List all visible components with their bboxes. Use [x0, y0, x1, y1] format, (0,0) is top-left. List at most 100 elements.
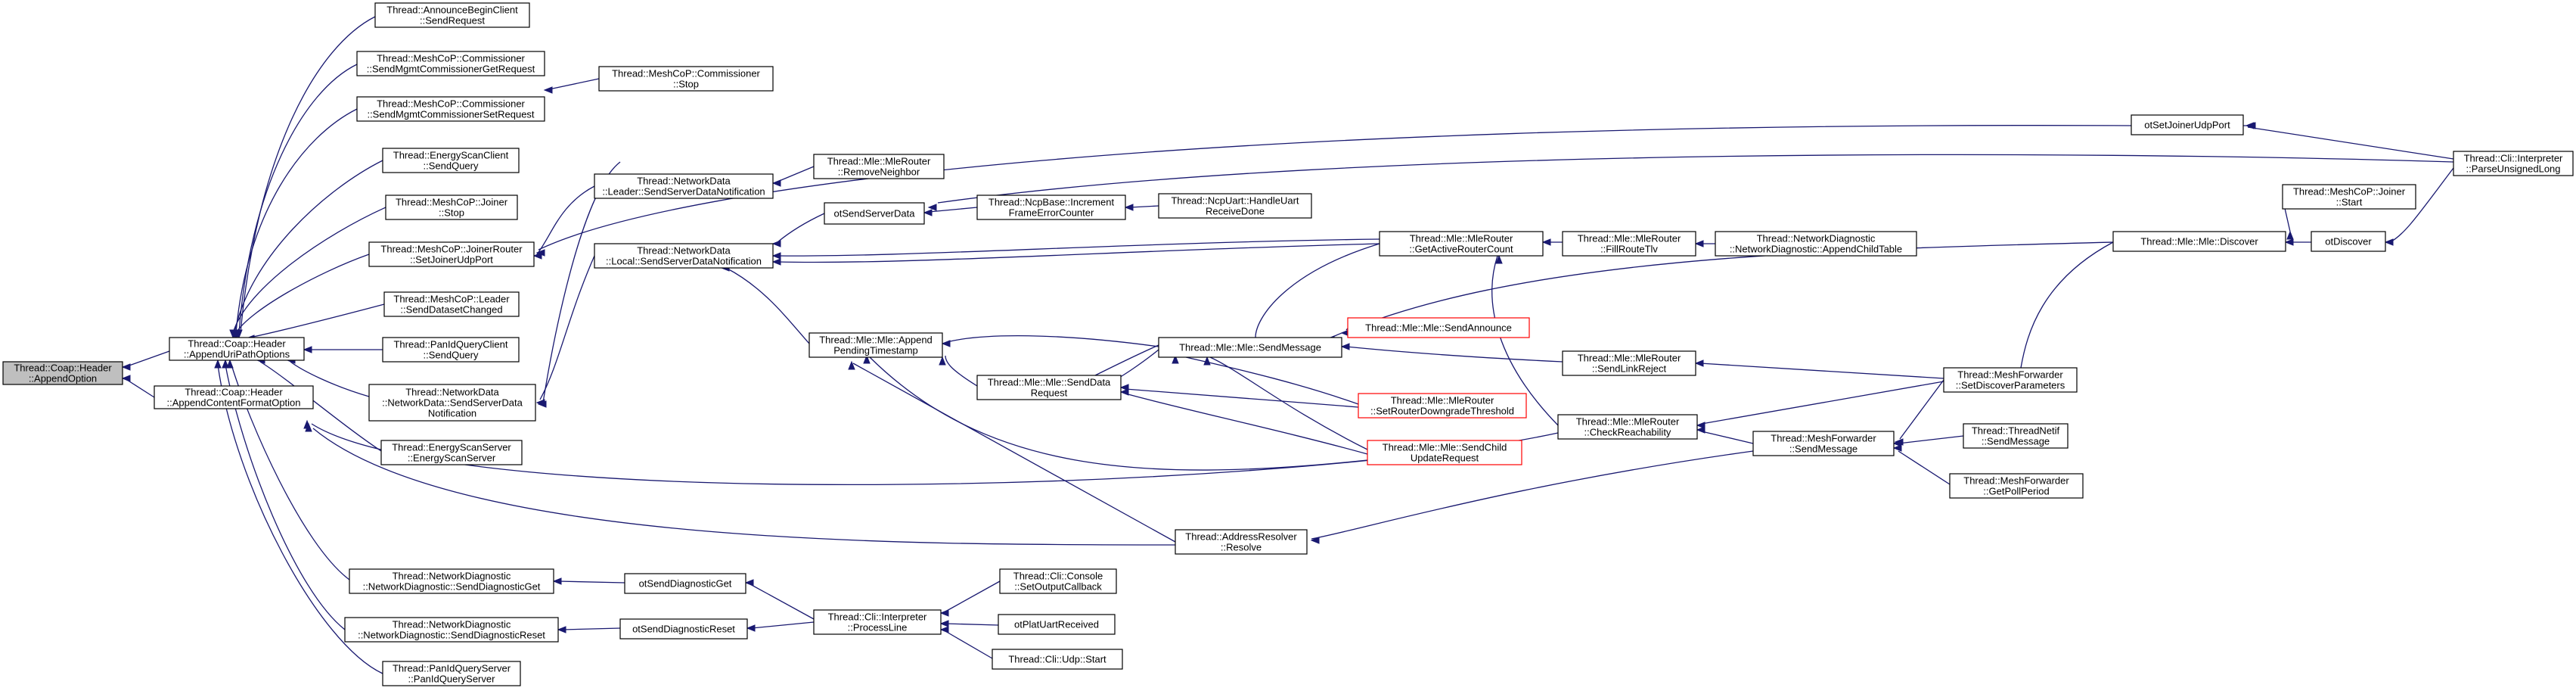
function-node-box[interactable] [1175, 529, 1308, 555]
function-node[interactable]: Thread::Cli::Udp::Start [992, 649, 1123, 670]
function-node[interactable]: Thread::PanIdQueryClient::SendQuery [382, 337, 520, 363]
function-node-box[interactable] [2282, 184, 2416, 210]
function-node-box[interactable] [1963, 423, 2069, 449]
function-node[interactable]: Thread::NetworkData::Leader::SendServerD… [594, 173, 774, 199]
function-node[interactable]: Thread::Mle::MleRouter::CheckReachabilit… [1557, 414, 1698, 440]
function-node-box[interactable] [2, 361, 123, 385]
function-node-box[interactable] [2131, 114, 2244, 135]
function-node-box[interactable] [344, 617, 559, 643]
function-node-box[interactable] [594, 243, 774, 269]
function-node-box[interactable] [624, 573, 746, 594]
function-node[interactable]: otSendDiagnosticGet [624, 573, 746, 594]
function-node[interactable]: Thread::MeshCoP::Leader::SendDatasetChan… [383, 291, 520, 317]
function-node-box[interactable] [1358, 393, 1527, 419]
function-node-box[interactable] [1715, 231, 1917, 257]
function-node[interactable]: Thread::NcpBase::IncrementFrameErrorCoun… [976, 195, 1126, 220]
function-node-box[interactable] [382, 148, 520, 173]
function-node-box[interactable] [619, 618, 748, 640]
function-node-box[interactable] [385, 195, 518, 220]
function-node[interactable]: otPlatUartReceived [998, 614, 1116, 635]
function-node[interactable]: Thread::ThreadNetif::SendMessage [1963, 423, 2069, 449]
function-node[interactable]: otDiscover [2311, 231, 2386, 252]
function-node-box[interactable] [368, 384, 536, 422]
function-node[interactable]: Thread::Cli::Interpreter::ProcessLine [813, 609, 942, 635]
function-node-box[interactable] [169, 337, 305, 361]
function-node-box[interactable] [382, 661, 521, 686]
function-node-box[interactable] [374, 2, 530, 28]
function-node-box[interactable] [380, 440, 523, 465]
function-node[interactable]: otSendServerData [824, 202, 925, 225]
function-node[interactable]: Thread::NetworkDiagnostic::NetworkDiagno… [1715, 231, 1917, 257]
function-node[interactable]: Thread::Mle::MleRouter::RemoveNeighbor [813, 154, 945, 179]
function-node[interactable]: Thread::Coap::Header::AppendUriPathOptio… [169, 337, 305, 361]
function-node-box[interactable] [2453, 151, 2574, 176]
function-node[interactable]: Thread::Cli::Interpreter::ParseUnsignedL… [2453, 151, 2574, 176]
function-node[interactable]: Thread::PanIdQueryServer::PanIdQueryServ… [382, 661, 521, 686]
function-node[interactable]: Thread::Coap::Header::AppendOption [2, 361, 123, 385]
function-node[interactable]: Thread::Mle::Mle::Discover [2112, 231, 2286, 252]
function-node-box[interactable] [382, 337, 520, 363]
function-node-box[interactable] [1557, 414, 1698, 440]
function-node-box[interactable] [1367, 440, 1522, 465]
function-node-box[interactable] [594, 173, 774, 199]
function-node[interactable]: otSendDiagnosticReset [619, 618, 748, 640]
function-node[interactable]: Thread::Mle::MleRouter::SetRouterDowngra… [1358, 393, 1527, 419]
function-node[interactable]: Thread::Mle::Mle::SendAnnounce [1347, 317, 1530, 338]
function-node-box[interactable] [1379, 231, 1544, 257]
function-node[interactable]: Thread::EnergyScanServer::EnergyScanServ… [380, 440, 523, 465]
function-node-box[interactable] [998, 614, 1116, 635]
function-node[interactable]: Thread::AnnounceBeginClient::SendRequest [374, 2, 530, 28]
function-node-box[interactable] [1943, 367, 2078, 393]
function-node[interactable]: Thread::Mle::MleRouter::GetActiveRouterC… [1379, 231, 1544, 257]
function-node[interactable]: Thread::Cli::Console::SetOutputCallback [999, 568, 1117, 594]
function-node[interactable]: Thread::EnergyScanClient::SendQuery [382, 148, 520, 173]
function-node-box[interactable] [154, 385, 314, 409]
function-node-box[interactable] [1562, 350, 1696, 376]
function-node-box[interactable] [976, 195, 1126, 220]
function-node[interactable]: Thread::NetworkData::NetworkData::SendSe… [368, 384, 536, 422]
function-node-box[interactable] [368, 241, 535, 267]
function-node[interactable]: Thread::MeshForwarder::SetDiscoverParame… [1943, 367, 2078, 393]
function-node[interactable]: otSetJoinerUdpPort [2131, 114, 2244, 135]
function-node-box[interactable] [824, 202, 925, 225]
function-node-box[interactable] [1158, 193, 1312, 219]
function-node-box[interactable] [999, 568, 1117, 594]
function-node[interactable]: Thread::Mle::Mle::SendMessage [1158, 337, 1342, 358]
function-node[interactable]: Thread::MeshCoP::JoinerRouter::SetJoiner… [368, 241, 535, 267]
function-node-box[interactable] [349, 568, 554, 594]
function-node-box[interactable] [598, 66, 774, 92]
function-node[interactable]: Thread::NetworkDiagnostic::NetworkDiagno… [344, 617, 559, 643]
function-node-box[interactable] [356, 51, 545, 76]
function-node-box[interactable] [1562, 231, 1696, 257]
function-node-box[interactable] [383, 291, 520, 317]
function-node[interactable]: Thread::MeshCoP::Joiner::Start [2282, 184, 2416, 210]
function-node-box[interactable] [1752, 431, 1895, 456]
function-node[interactable]: Thread::MeshCoP::Commissioner::SendMgmtC… [356, 96, 545, 122]
function-node[interactable]: Thread::AddressResolver::Resolve [1175, 529, 1308, 555]
function-node-box[interactable] [1158, 337, 1342, 358]
function-node-box[interactable] [2112, 231, 2286, 252]
function-node-box[interactable] [1347, 317, 1530, 338]
function-node[interactable]: Thread::NetworkDiagnostic::NetworkDiagno… [349, 568, 554, 594]
function-node[interactable]: Thread::MeshCoP::Joiner::Stop [385, 195, 518, 220]
function-node[interactable]: Thread::Coap::Header::AppendContentForma… [154, 385, 314, 409]
function-node-box[interactable] [1949, 473, 2084, 499]
function-node-box[interactable] [813, 154, 945, 179]
function-node[interactable]: Thread::MeshCoP::Commissioner::Stop [598, 66, 774, 92]
function-node-box[interactable] [992, 649, 1123, 670]
function-node[interactable]: Thread::MeshForwarder::GetPollPeriod [1949, 473, 2084, 499]
function-node[interactable]: Thread::MeshForwarder::SendMessage [1752, 431, 1895, 456]
function-node-box[interactable] [813, 609, 942, 635]
function-node-box[interactable] [976, 375, 1122, 400]
function-node[interactable]: Thread::Mle::MleRouter::SendLinkReject [1562, 350, 1696, 376]
function-node[interactable]: Thread::NetworkData::Local::SendServerDa… [594, 243, 774, 269]
function-node-box[interactable] [2311, 231, 2386, 252]
function-node-box[interactable] [808, 332, 943, 358]
function-node[interactable]: Thread::Mle::MleRouter::FillRouteTlv [1562, 231, 1696, 257]
function-node-box[interactable] [356, 96, 545, 122]
function-node[interactable]: Thread::MeshCoP::Commissioner::SendMgmtC… [356, 51, 545, 76]
